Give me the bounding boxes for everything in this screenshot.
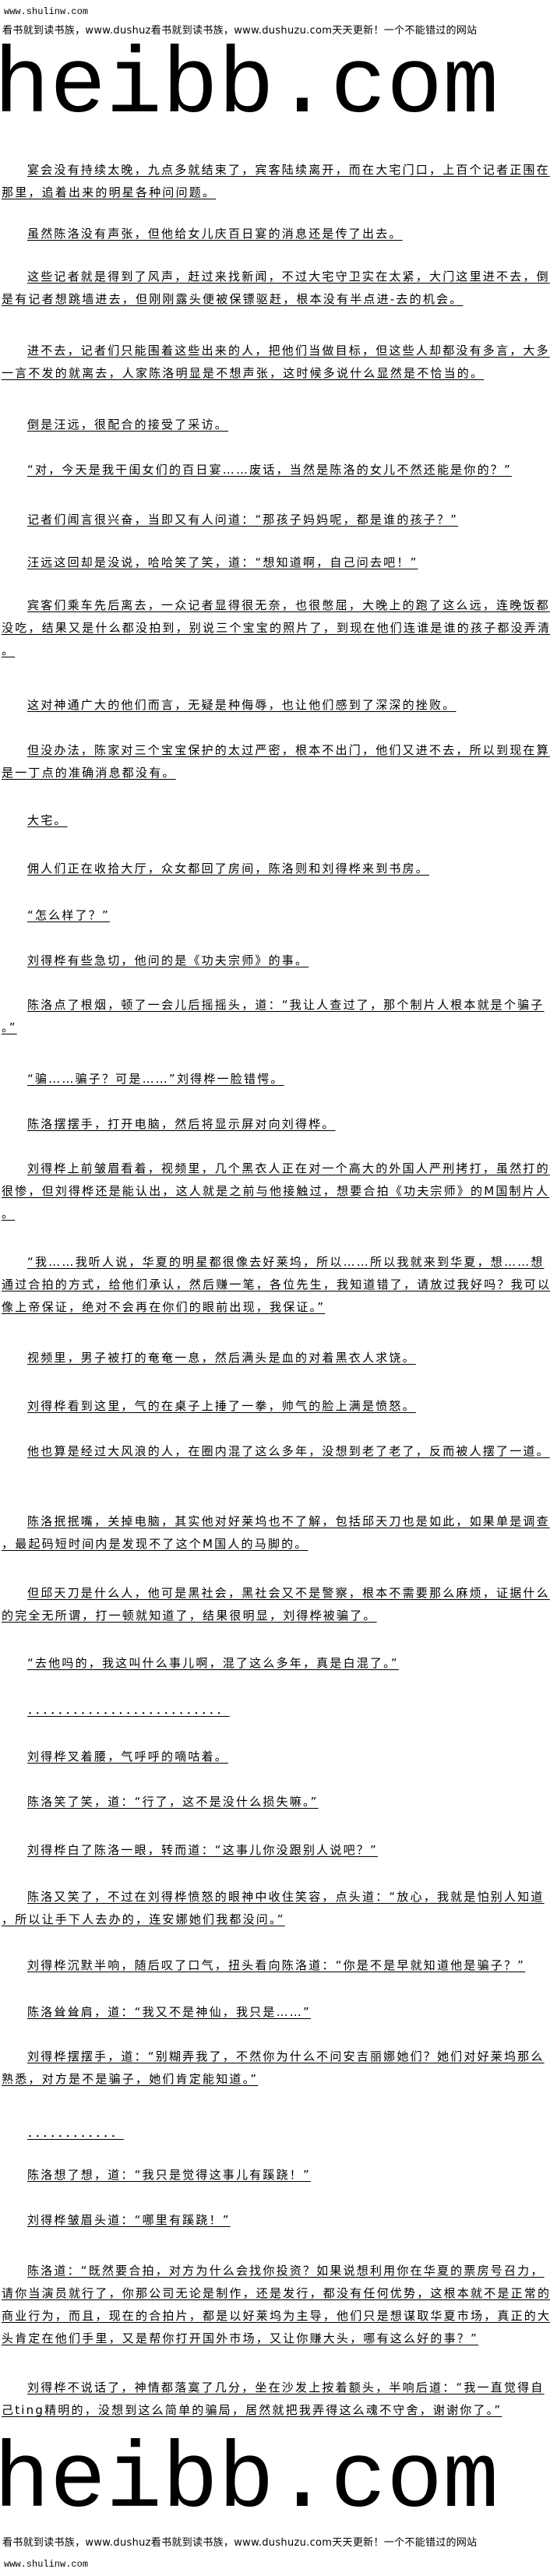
paragraph-continuation-line: 请你当演员就行了，你那公司无论是制作，还是发行，都没有任何优势，这根本就不是正常… [2,2286,550,2300]
paragraph-line: 刘得桦不说话了，神情都落寞了几分，坐在沙发上按着额头，半响后道：“我一直觉得自 [27,2380,545,2395]
paragraph-line: 刘得桦叉着腰，气呼呼的嘀咕着。 [27,1750,229,1764]
paragraph-line: 陈洛点了根烟，顿了一会儿后摇摇头，道：“我让人查过了，那个制片人根本就是个骗子 [27,998,545,1012]
paragraph-line: 记者们闻言很兴奋，当即又有人问道：“那孩子妈妈呢，都是谁的孩子？” [27,513,459,527]
paragraph-line: 但邱天刀是什么人，他可是黑社会，黑社会又不是警察，根本不需要那么麻烦，证据什么 [27,1586,550,1600]
paragraph-line: 刘得桦白了陈洛一眼，转而道：“这事儿你没跟别人说吧？” [27,1843,378,1857]
paragraph-line: 进不去，记者们只能围着这些出来的人，把他们当做目标，但这些人却都没有多言，大多 [27,344,550,358]
paragraph-line: “去他吗的，我这叫什么事儿啊，混了这么多年，真是白混了。” [27,1656,399,1670]
banner-top: 看书就到读书族，www.dushuz看书就到读书族，www.dushuzu.co… [2,25,478,37]
paragraph-continuation-line: 。 [2,643,16,657]
paragraph-line: 陈洛摆摆手，打开电脑，然后将显示屏对向刘得桦。 [27,1117,336,1131]
paragraph-continuation-line: 熟悉，对方是不是骗子，她们肯定能知道。” [2,2072,259,2086]
paragraph-line: 但没办法，陈家对三个宝宝保护的太过严密，根本不出门，他们又进不去，所以到现在算 [27,743,550,757]
paragraph-line: 这些记者就是得到了风声，赶过来找新闻，不过大宅守卫实在太紧，大门这里进不去，倒 [27,270,550,284]
paragraph-line: 宾客们乘车先后离去，一众记者显得很无奈，也很憋屈，大晚上的跑了这么远，连晚饭都 [27,598,550,612]
paragraph-continuation-line: ，最起码短时间内是发现不了这个M国人的马脚的。 [2,1537,308,1551]
paragraph-continuation-line: ，所以让手下人去办的，连安娜她们我都没问。” [2,1912,285,1926]
paragraph-continuation-line: 像上帝保证，绝对不会再在你们的眼前出现，我保证。” [2,1300,326,1314]
paragraph-line: 大宅。 [27,813,68,827]
banner-bottom: 看书就到读书族，www.dushuz看书就到读书族，www.dushuzu.co… [2,2537,478,2549]
paragraph-line: 刘得桦有些急切，他问的是《功夫宗师》的事。 [27,953,309,967]
paragraph-continuation-line: 没吃，结果又是什么都没拍到，别说三个宝宝的照片了，到现在他们连谁是谁的孩子都没弄… [2,621,550,635]
paragraph-continuation-line: 那里，追着出来的明星各种问问题。 [2,185,217,199]
paragraph-continuation-line: 一言不发的就离去，人家陈洛明显是不想声张，这时候多说什么显然是不恰当的。 [2,366,485,380]
paragraph-line: 陈洛抿抿嘴，关掉电脑，其实他对好莱坞也不了解，包括邱天刀也是如此，如果单是调查 [27,1514,550,1528]
paragraph-line: 宴会没有持续太晚，九点多就结束了，宾客陆续离开，而在大宅门口，上百个记者正围在 [27,163,550,177]
paragraph-continuation-line: 很惨，但刘得桦还是能认出，这人就是之前与他接触过，想要合拍《功夫宗师》的M国制片… [2,1184,550,1198]
logo-text: heibb.com [0,37,499,115]
paragraph-continuation-line: 。” [2,1020,17,1034]
paragraph-continuation-line: 是一丁点的准确消息都没有。 [2,766,176,780]
paragraph-line: 陈洛道：“既然要合拍，对方为什么会找你投资？如果说想利用你在华夏的票房号召力， [27,2264,545,2278]
paragraph-continuation-line: 是有记者想跳墙进去，但刚刚露头便被保镖驱赶，根本没有半点进-去的机会。 [2,292,464,306]
paragraph-continuation-line: 头肯定在他们手里，又是帮你打开国外市场，又让你赚大头，哪有这么好的事？” [2,2331,478,2345]
paragraph-line: 刘得桦沉默半响，随后叹了口气，扭头看向陈洛道：“你是不是早就知道他是骗子？” [27,1958,526,1972]
logo-watermark-top: heibb.com [0,37,550,115]
logo-watermark-bottom: heibb.com [0,2432,550,2510]
paragraph-continuation-line: 。 [2,1207,16,1221]
paragraph-line: 陈洛笑了笑，道：“行了，这不是没什么损失嘛。” [27,1795,319,1809]
paragraph-continuation-line: 的完全无所谓，打一顿就知道了，结果很明显，刘得桦被骗了。 [2,1609,377,1623]
site-url-top[interactable]: www.shulinw.com [4,6,89,17]
paragraph-line: 这对神通广大的他们而言，无疑是种侮辱，也让他们感到了深深的挫败。 [27,698,457,712]
paragraph-line: “我……我听人说，华夏的明星都很像去好莱坞，所以……所以我就来到华夏，想……想 [27,1255,545,1269]
paragraph-line: 倒是汪远，很配合的接受了采访。 [27,418,229,432]
paragraph-line: 陈洛耸耸肩，道：“我又不是神仙，我只是……” [27,2005,311,2019]
logo-text: heibb.com [0,2432,499,2510]
paragraph-line: “骗……骗子？可是……”刘得桦一脸错愕。 [27,1072,284,1086]
paragraph-line: 视频里，男子被打的奄奄一息，然后满头是血的对着黑衣人求饶。 [27,1351,416,1365]
site-url-bottom[interactable]: www.shulinw.com [4,2559,89,2570]
paragraph-line: 刘得桦看到这里，气的在桌子上捶了一拳，帅气的脸上满是愤怒。 [27,1399,416,1413]
paragraph-line: 佣人们正在收拾大厅，众女都回了房间，陈洛则和刘得桦来到书房。 [27,862,430,876]
paragraph-line: 刘得桦皱眉头道：“哪里有蹊跷！” [27,2213,231,2227]
paragraph-line: ．．．．．．．．．．．．．．．．．．．．．．．．．． [27,1703,230,1717]
paragraph-line: 陈洛又笑了，不过在刘得桦愤怒的眼神中收住笑容，点头道：“放心，我就是怕别人知道 [27,1890,545,1904]
paragraph-line: 刘得桦上前皱眉看着，视频里，几个黑衣人正在对一个高大的外国人严刑拷打，虽然打的 [27,1161,550,1175]
paragraph-line: 刘得桦摆摆手，道：“别糊弄我了，不然你为什么不问安吉丽娜她们？她们对好莱坞那么 [27,2049,545,2063]
paragraph-line: “怎么样了？” [27,908,110,922]
paragraph-line: 汪远这回却是没说，哈哈笑了笑，道：“想知道啊，自己问去吧！” [27,555,418,569]
paragraph-line: 他也算是经过大风浪的人，在圈内混了这么多年，没想到老了老了，反而被人摆了一道。 [27,1444,550,1458]
paragraph-line: “对，今天是我干闺女们的百日宴……废话，当然是陈洛的女儿不然还能是你的？” [27,463,512,477]
paragraph-line: ．．．．．．．．．．．． [27,2126,124,2140]
paragraph-continuation-line: 商业行为，而且，现在的合拍片，都是以好莱坞为主导，他们只是想谋取华夏市场，真正的… [2,2309,550,2323]
paragraph-line: 陈洛想了想，道：“我只是觉得这事儿有蹊跷！” [27,2168,311,2182]
paragraph-line: 虽然陈洛没有声张，但他给女儿庆百日宴的消息还是传了出去。 [27,227,403,241]
paragraph-continuation-line: 通过合拍的方式，给他们承认，然后赚一笔，各位先生，我知道错了，请放过我好吗？我可… [2,1277,550,1292]
paragraph-continuation-line: 己ting精明的，没想到这么简单的骗局，居然就把我弄得这么魂不守舍，谢谢你了。” [2,2403,502,2417]
